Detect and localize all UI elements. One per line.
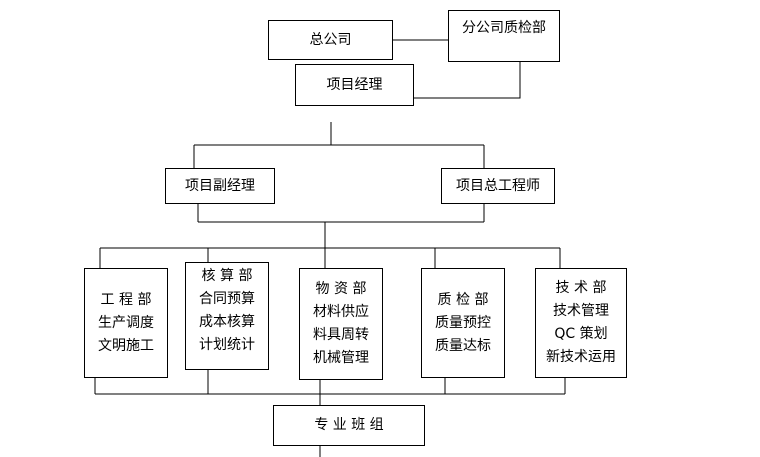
chief-engineer-box: 项目总工程师: [441, 168, 555, 204]
dept-line: 成本核算: [199, 314, 255, 330]
dept-line: 物 资 部: [315, 281, 367, 297]
quality-dept-box: 质 检 部 质量预控 质量达标: [421, 268, 505, 378]
dept-line: 质 检 部: [437, 291, 489, 308]
engineering-dept-box: 工 程 部 生产调度 文明施工: [84, 268, 168, 378]
dept-line: 材料供应: [313, 304, 369, 320]
head-office-label: 总公司: [309, 31, 352, 48]
dept-line: 质量达标: [435, 337, 491, 354]
project-manager-label: 项目经理: [326, 76, 383, 93]
chief-engineer-label: 项目总工程师: [456, 177, 540, 194]
dept-line: 机械管理: [313, 350, 369, 366]
dept-line: 料具周转: [313, 327, 369, 343]
project-manager-box: 项目经理: [295, 64, 414, 106]
dept-line: 质量预控: [435, 314, 491, 331]
dept-line: 新技术运用: [546, 349, 616, 365]
head-office-box: 总公司: [268, 20, 393, 60]
dept-line: 生产调度: [98, 314, 154, 331]
deputy-manager-box: 项目副经理: [165, 168, 275, 204]
teams-label: 专 业 班 组: [314, 417, 384, 433]
deputy-manager-label: 项目副经理: [185, 177, 255, 194]
dept-line: 技术管理: [553, 303, 609, 319]
dept-line: 核 算 部: [201, 268, 253, 284]
dept-line: 文明施工: [98, 337, 154, 354]
dept-line: 工 程 部: [100, 291, 152, 308]
dept-line: QC 策划: [554, 326, 608, 342]
dept-line: 合同预算: [199, 291, 255, 307]
branch-qc-box: 分公司质检部: [448, 10, 560, 62]
materials-dept-box: 物 资 部 材料供应 料具周转 机械管理: [299, 268, 383, 380]
branch-qc-label: 分公司质检部: [462, 20, 546, 36]
dept-line: 技 术 部: [555, 280, 607, 296]
accounting-dept-box: 核 算 部 合同预算 成本核算 计划统计: [185, 262, 269, 370]
teams-box: 专 业 班 组: [273, 405, 425, 446]
dept-line: 计划统计: [199, 337, 255, 353]
technical-dept-box: 技 术 部 技术管理 QC 策划 新技术运用: [535, 268, 627, 378]
